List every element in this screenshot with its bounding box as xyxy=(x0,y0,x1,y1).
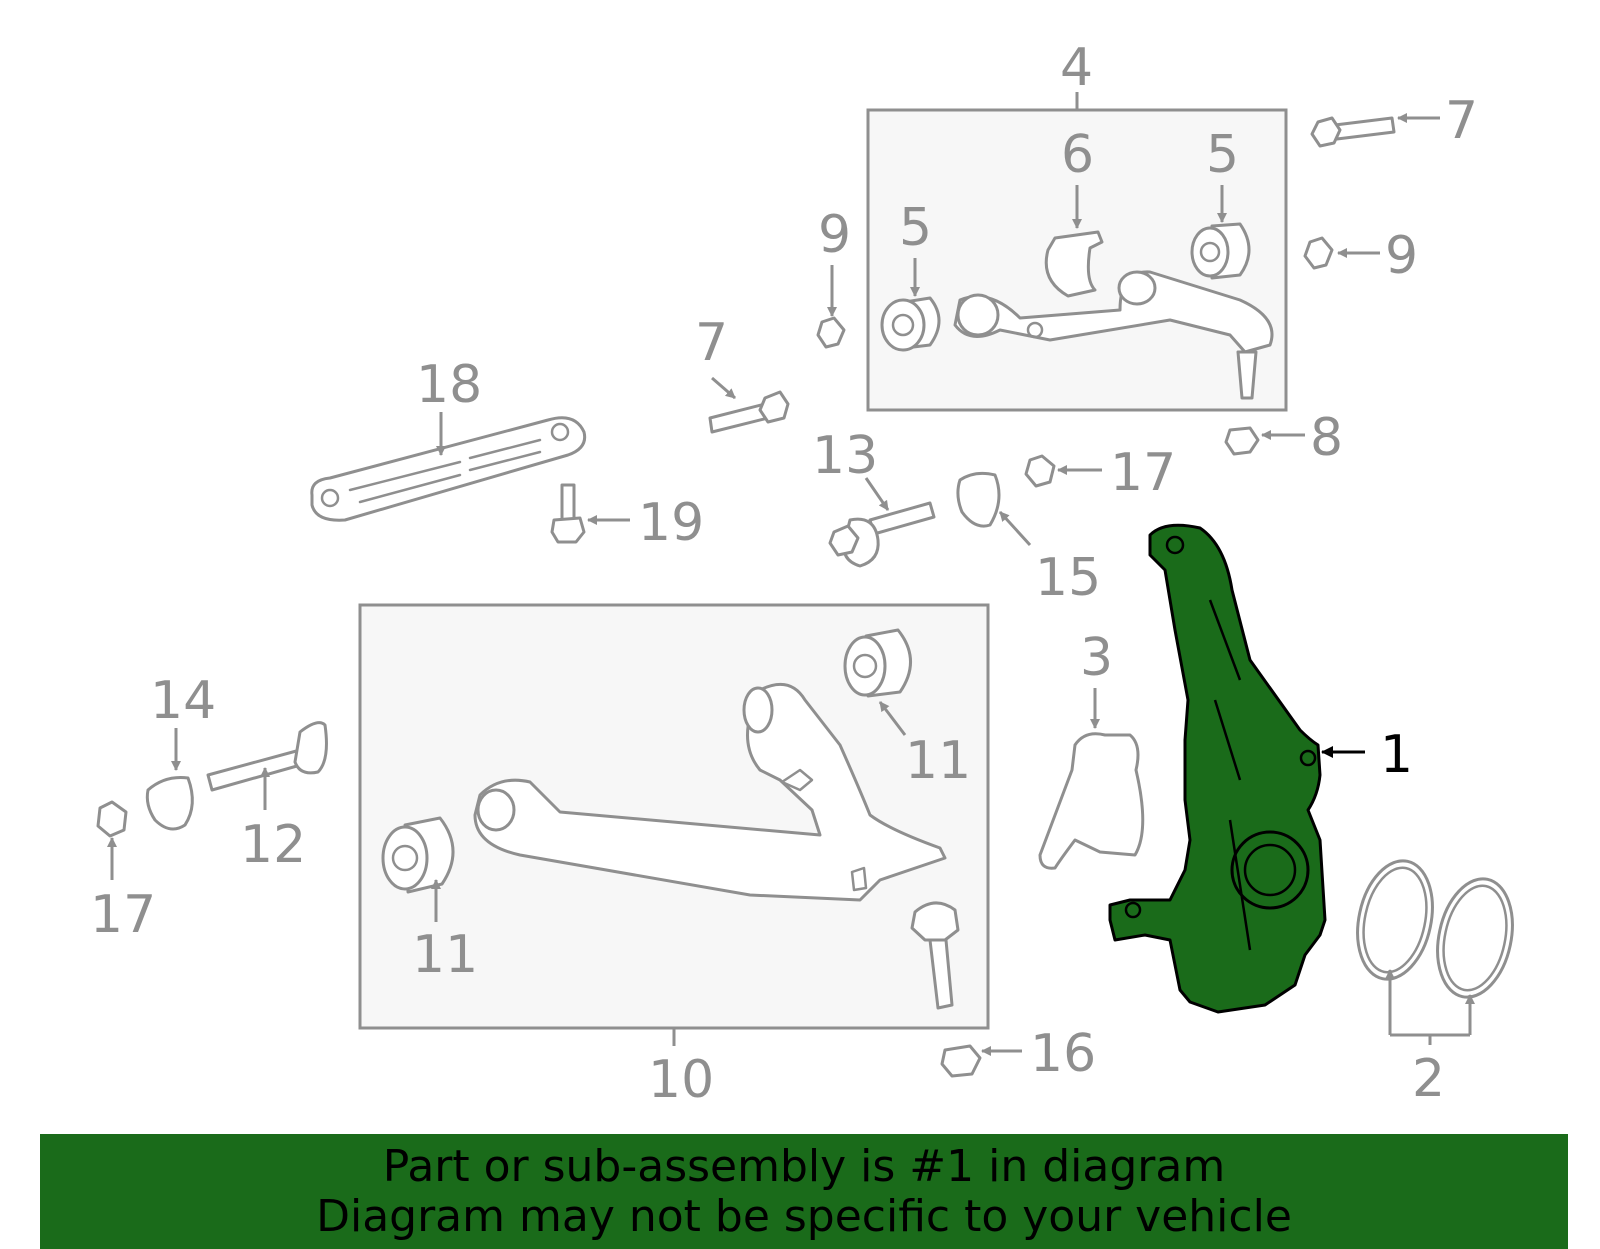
callout-8: 8 xyxy=(1310,408,1343,468)
banner-line-2: Diagram may not be specific to your vehi… xyxy=(316,1191,1292,1242)
seal-rings xyxy=(1356,859,1514,999)
lateral-link-18 xyxy=(310,416,587,522)
callout-13: 13 xyxy=(812,426,878,486)
callout-11-front: 11 xyxy=(412,925,478,985)
bolt-19 xyxy=(550,483,586,544)
bolt-7-middle xyxy=(708,390,790,434)
banner-line-1: Part or sub-assembly is #1 in diagram xyxy=(382,1141,1226,1192)
lower-arm-bushing-rear xyxy=(843,628,912,698)
nut-9-right xyxy=(1303,236,1334,270)
callout-3: 3 xyxy=(1080,628,1113,688)
nut-8 xyxy=(1224,426,1260,456)
bushing-clip xyxy=(1044,230,1104,298)
callout-1: 1 xyxy=(1380,725,1413,785)
upper-arm-bushing-left xyxy=(880,296,941,352)
upper-control-arm xyxy=(953,270,1274,400)
callout-15: 15 xyxy=(1035,548,1101,608)
lower-arm-bushing-front xyxy=(381,816,455,894)
callout-4: 4 xyxy=(1060,38,1093,98)
bracket-3 xyxy=(1038,732,1145,870)
steering-knuckle xyxy=(1108,523,1327,1014)
disclaimer-banner: Part or sub-assembly is #1 in diagram Di… xyxy=(40,1134,1568,1249)
callout-2: 2 xyxy=(1412,1049,1445,1109)
nut-16 xyxy=(940,1044,982,1078)
bolt-7-upper xyxy=(1310,116,1396,148)
callout-12: 12 xyxy=(240,815,306,875)
cam-washer-14 xyxy=(145,776,194,831)
callout-7-upper: 7 xyxy=(1445,91,1478,151)
nut-17-left xyxy=(96,800,128,838)
callout-5-right: 5 xyxy=(1206,125,1239,185)
callout-17-upper: 17 xyxy=(1110,443,1176,503)
nut-17-upper xyxy=(1024,454,1056,488)
callout-16: 16 xyxy=(1030,1024,1096,1084)
leader-lines xyxy=(107,113,1475,1056)
callout-10: 10 xyxy=(648,1050,714,1110)
callout-6: 6 xyxy=(1061,125,1094,185)
upper-arm-bushing-right xyxy=(1190,222,1251,280)
cam-bolt-12 xyxy=(206,721,328,792)
cam-bolt-13 xyxy=(828,501,936,568)
lower-control-arm xyxy=(473,682,947,902)
callout-18: 18 xyxy=(416,355,482,415)
callout-19: 19 xyxy=(638,493,704,553)
callout-14: 14 xyxy=(150,671,216,731)
callout-17-left: 17 xyxy=(90,885,156,945)
ball-joint xyxy=(910,901,960,1010)
callout-5-left: 5 xyxy=(899,198,932,258)
callout-9-right: 9 xyxy=(1385,226,1418,286)
nut-9-left xyxy=(816,316,846,349)
cam-washer-15 xyxy=(956,471,1001,528)
callout-7-middle: 7 xyxy=(695,313,728,373)
callout-9-left: 9 xyxy=(818,205,851,265)
callout-11-rear: 11 xyxy=(905,731,971,791)
